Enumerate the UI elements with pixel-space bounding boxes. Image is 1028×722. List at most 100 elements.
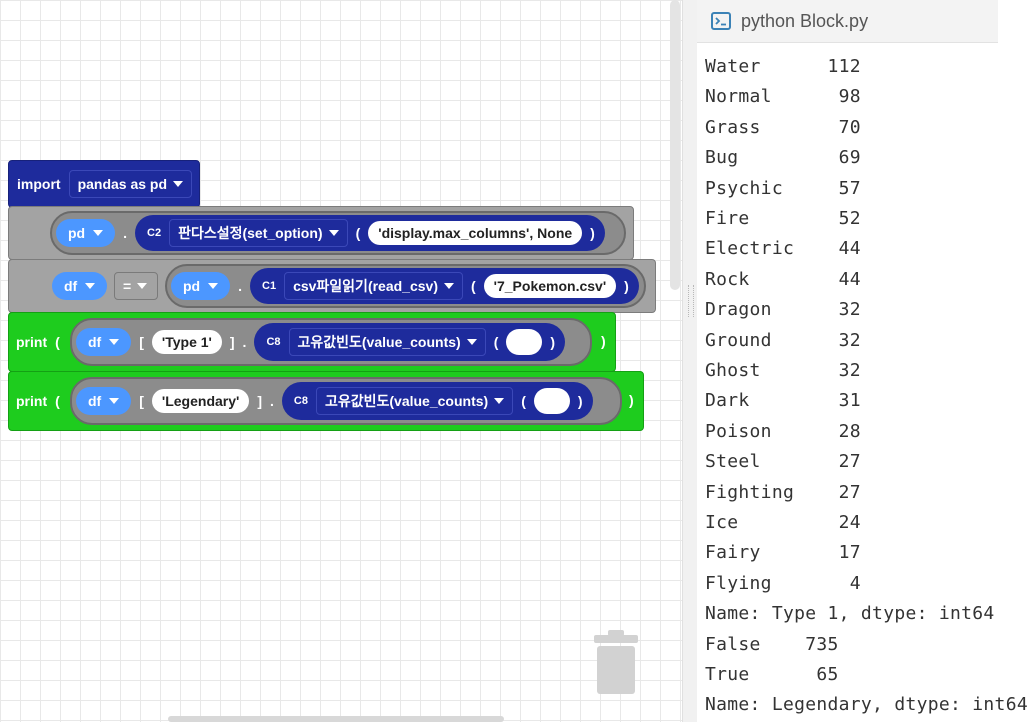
console-output-line: Water 112 [705, 56, 861, 77]
dot-operator: . [270, 393, 274, 409]
caret-down-icon [93, 230, 104, 236]
console-output-line: Dark 31 [705, 390, 861, 412]
df-variable-pill[interactable]: df [52, 272, 108, 300]
read-csv-method-block[interactable]: C1 csv파일읽기(read_csv) ( '7_Pokemon.csv' ) [250, 268, 639, 304]
console-output-line: Fighting 27 [705, 481, 861, 503]
value-counts-method-block[interactable]: C8 고유값빈도(value_counts) ( ) [281, 382, 593, 420]
set-option-argument-input[interactable]: 'display.max_columns', None [368, 221, 583, 245]
close-paren: ) [550, 334, 556, 350]
console-output-line: Name: Type 1, dtype: int64 [705, 603, 995, 625]
value-counts-method-dropdown[interactable]: 고유값빈도(value_counts) [288, 328, 486, 356]
console-output-line: Fairy 17 [705, 542, 861, 564]
pd-variable-pill[interactable]: pd [171, 272, 231, 300]
df-variable-label: df [64, 278, 78, 294]
console-output-line: Grass 70 [705, 116, 861, 138]
console-output-line: False 735 [705, 633, 839, 655]
console-output-line: Poison 28 [705, 420, 861, 442]
column-key-input[interactable]: 'Type 1' [151, 330, 222, 354]
df-variable-pill[interactable]: df [76, 387, 132, 415]
console-output-line: Rock 44 [705, 268, 861, 290]
console-output-line: Steel 27 [705, 451, 861, 473]
caret-down-icon [137, 283, 148, 289]
close-paren: ) [590, 225, 595, 241]
open-bracket: [ [139, 393, 144, 409]
module-dropdown[interactable]: pandas as pd [68, 170, 193, 198]
print-close-paren: ) [601, 333, 606, 349]
close-bracket: ] [229, 334, 235, 350]
type1-expression[interactable]: df [ 'Type 1' ] . C8 고유값빈도(value_counts)… [70, 318, 592, 366]
caret-down-icon [173, 181, 184, 187]
open-paren: ( [355, 225, 361, 241]
method-code-badge: C1 [262, 280, 277, 292]
close-paren: ) [624, 278, 629, 294]
method-code-badge: C2 [147, 227, 162, 239]
read-csv-expression[interactable]: pd . C1 csv파일읽기(read_csv) ( '7_Pokemon.c… [165, 264, 646, 308]
method-code-badge: C8 [293, 395, 308, 407]
filename-input[interactable]: '7_Pokemon.csv' [483, 274, 617, 298]
column-key-input[interactable]: 'Legendary' [151, 389, 250, 413]
caret-down-icon [109, 398, 120, 404]
module-dropdown-label: pandas as pd [77, 176, 168, 192]
panel-resize-handle[interactable] [682, 0, 698, 722]
console-header: python Block.py [697, 0, 998, 43]
caret-down-icon [328, 230, 339, 236]
trash-icon[interactable] [592, 630, 640, 696]
value-counts-method-block[interactable]: C8 고유값빈도(value_counts) ( ) [254, 323, 566, 361]
value-counts-method-dropdown[interactable]: 고유값빈도(value_counts) [315, 387, 514, 415]
workspace-horizontal-scrollbar[interactable] [168, 716, 504, 722]
pd-variable-pill[interactable]: pd [56, 219, 116, 247]
method-code-badge: C8 [266, 336, 281, 348]
set-option-method-block[interactable]: C2 판다스설정(set_option) ( 'display.max_colu… [135, 215, 605, 251]
console-output-line: Fire 52 [705, 208, 861, 229]
read-csv-method-dropdown[interactable]: csv파일읽기(read_csv) [284, 272, 463, 300]
method-dropdown-label: 고유값빈도(value_counts) [324, 393, 489, 409]
set-option-expression[interactable]: pd . C2 판다스설정(set_option) ( 'display.max… [50, 211, 626, 255]
assign-operator-dropdown[interactable]: = [114, 272, 158, 300]
console-output-line: Bug 69 [705, 147, 861, 169]
console-output-line: Ghost 32 [705, 360, 861, 381]
df-variable-pill[interactable]: df [76, 328, 132, 356]
open-paren: ( [55, 393, 60, 409]
print-keyword: print [16, 393, 48, 409]
dot-operator: . [238, 278, 242, 294]
console-title: python Block.py [741, 10, 869, 31]
import-block[interactable]: import pandas as pd [8, 160, 200, 208]
block-workspace[interactable]: import pandas as pd pd . C2 판다스설정(set_op… [0, 0, 682, 722]
console-output-line: Flying 4 [705, 572, 861, 594]
method-dropdown-label: 판다스설정(set_option) [178, 225, 323, 241]
caret-down-icon [494, 398, 505, 404]
dot-operator: . [123, 225, 127, 241]
terminal-icon [711, 12, 731, 30]
console-output-line: Dragon 32 [705, 299, 861, 321]
print-close-paren: ) [629, 392, 634, 408]
open-bracket: [ [139, 334, 144, 350]
open-paren: ( [521, 393, 526, 409]
console-output-line: True 65 [705, 664, 839, 685]
console-output-line: Ground 32 [705, 329, 861, 351]
method-dropdown-label: 고유값빈도(value_counts) [297, 334, 461, 350]
pd-variable-label: pd [183, 278, 201, 294]
legendary-expression[interactable]: df [ 'Legendary' ] . C8 고유값빈도(value_coun… [70, 377, 622, 425]
workspace-vertical-scrollbar[interactable] [670, 0, 680, 290]
import-keyword: import [17, 176, 61, 192]
df-variable-label: df [88, 393, 102, 409]
close-bracket: ] [257, 393, 263, 409]
caret-down-icon [109, 339, 120, 345]
method-dropdown-label: csv파일읽기(read_csv) [293, 278, 438, 294]
caret-down-icon [443, 283, 454, 289]
assign-operator-label: = [123, 278, 132, 294]
print-keyword: print [16, 334, 48, 350]
pd-variable-label: pd [68, 225, 86, 241]
dot-operator: . [242, 334, 247, 350]
console-output-line: Name: Legendary, dtype: int64 [705, 694, 1028, 716]
df-variable-label: df [88, 334, 102, 350]
console-output-line: Ice 24 [705, 512, 861, 533]
empty-argument-slot[interactable] [506, 329, 543, 355]
resize-grip [688, 285, 694, 317]
set-option-method-dropdown[interactable]: 판다스설정(set_option) [169, 219, 348, 247]
empty-argument-slot[interactable] [533, 388, 570, 414]
close-paren: ) [577, 393, 583, 409]
open-paren: ( [55, 334, 60, 350]
console-output-line: Electric 44 [705, 238, 861, 260]
